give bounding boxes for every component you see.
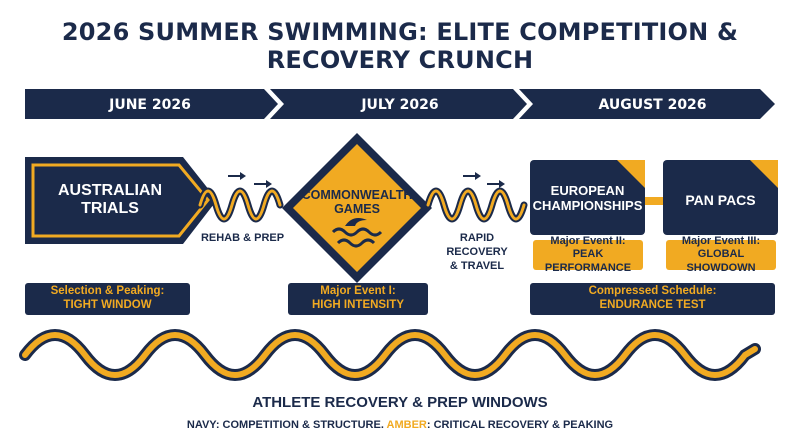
commonwealth-games-shape (282, 133, 432, 283)
legend: NAVY: COMPETITION & STRUCTURE. AMBER: CR… (0, 419, 800, 431)
commonwealth-games-label: COMMONWEALTH GAMES (301, 188, 413, 217)
rehab-prep-caption: REHAB & PREP (200, 232, 285, 244)
august-arrow (519, 89, 775, 119)
arrow-icon (240, 172, 246, 180)
month-august: AUGUST 2026 (598, 97, 707, 113)
panpacs-tag: Major Event III:GLOBAL SHOWDOWN (666, 235, 776, 274)
july-tag: Major Event I:HIGH INTENSITY (288, 283, 428, 315)
arrow-icon (266, 180, 272, 188)
june-tag: Selection & Peaking:TIGHT WINDOW (25, 283, 190, 315)
pan-pacs-label: PAN PACS (685, 192, 756, 208)
legend-rest: : CRITICAL RECOVERY & PEAKING (426, 419, 614, 431)
wave-icon (336, 238, 376, 248)
wave-icon (331, 227, 383, 237)
recovery-band-wave (19, 329, 761, 381)
month-banner (25, 89, 775, 119)
wave-icon (345, 218, 367, 226)
legend-amber: AMBER (386, 419, 427, 431)
rapid-recovery-caption: RAPID RECOVERY & TRAVEL (446, 232, 508, 272)
july-arrow (270, 89, 527, 119)
june-arrow (25, 89, 278, 119)
august-tag: Compressed Schedule:ENDURANCE TEST (530, 283, 775, 315)
arrow-icon (475, 172, 481, 180)
footer-title: ATHLETE RECOVERY & PREP WINDOWS (252, 394, 548, 411)
arrow-icon (499, 180, 505, 188)
page-title: 2026 SUMMER SWIMMING: ELITE COMPETITION … (61, 18, 739, 74)
connector (645, 197, 665, 205)
pan-pacs-shape (663, 160, 778, 235)
rehab-wave (196, 172, 284, 223)
recovery-wave (424, 172, 528, 223)
european-championships-label: EUROPEAN CHAMPIONSHIPS (532, 183, 643, 213)
month-july: JULY 2026 (361, 97, 439, 113)
month-june: JUNE 2026 (109, 97, 191, 113)
legend-navy: NAVY: COMPETITION & STRUCTURE. (186, 419, 384, 431)
australian-trials-label: AUSTRALIAN TRIALS (58, 182, 162, 218)
european-championships-shape (530, 160, 645, 235)
australian-trials-shape (25, 157, 217, 244)
euro-tag: Major Event II:PEAK PERFORMANCE (533, 235, 643, 274)
